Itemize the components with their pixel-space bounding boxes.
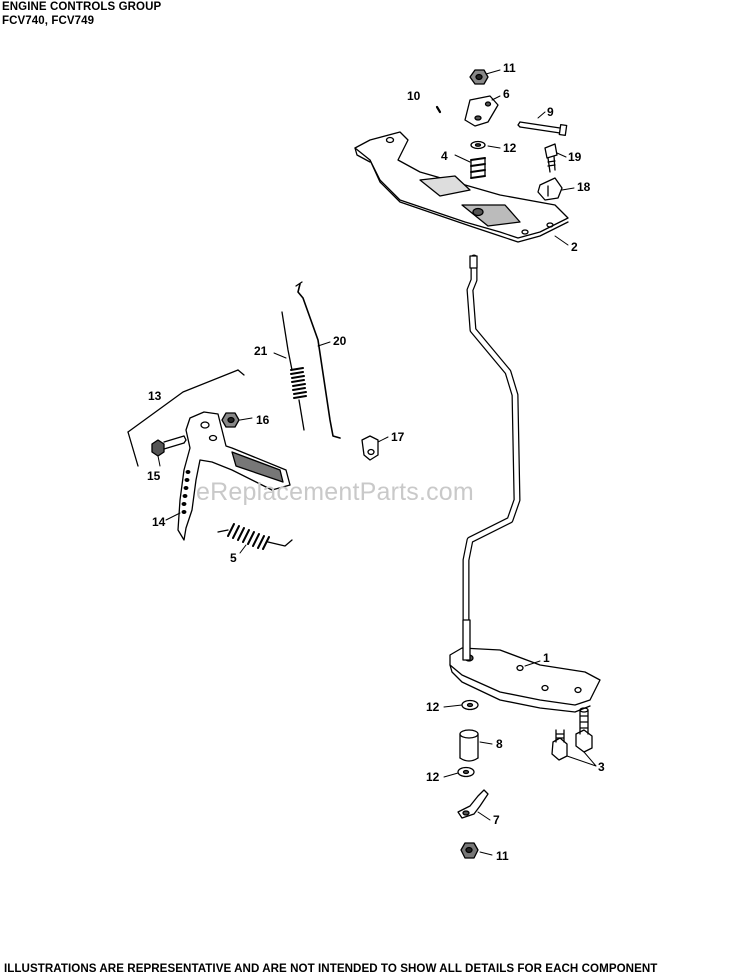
screw-part [544, 143, 558, 173]
callout-8: 8 [496, 737, 503, 751]
washer-lower-part [457, 766, 475, 778]
nut-part [221, 412, 240, 428]
link-rod-part [295, 281, 341, 439]
pivot-plate-part [435, 69, 499, 127]
shoulder-bolt-part [151, 435, 187, 457]
lower-plate-part [449, 619, 601, 713]
tension-spring-part [217, 523, 293, 550]
callout-5: 5 [230, 551, 237, 565]
callout-9: 9 [547, 105, 554, 119]
disclaimer-footer: ILLUSTRATIONS ARE REPRESENTATIVE AND ARE… [4, 962, 658, 975]
callout-12-middle: 12 [426, 700, 440, 714]
callout-7: 7 [493, 813, 500, 827]
callout-14: 14 [152, 515, 166, 529]
callout-21: 21 [254, 344, 268, 358]
callout-4: 4 [441, 149, 448, 163]
leader-lines [157, 69, 597, 856]
page-title: ENGINE CONTROLS GROUP [2, 1, 162, 13]
callout-12-upper: 12 [503, 141, 517, 155]
watermark-text: eReplacementParts.com [196, 478, 474, 506]
callout-2: 2 [571, 240, 578, 254]
governor-spring-part [281, 311, 307, 431]
callout-19: 19 [568, 150, 582, 164]
callout-3: 3 [598, 760, 605, 774]
callout-18: 18 [577, 180, 591, 194]
throttle-lever-part [177, 411, 291, 541]
callout-11-lower: 11 [496, 849, 509, 863]
small-spring-part [470, 140, 486, 179]
callout-13: 13 [148, 389, 162, 403]
mounting-bolts-part [551, 707, 593, 761]
nut-lower-part [460, 842, 479, 859]
callout-16: 16 [256, 413, 270, 427]
bolt-part [517, 121, 568, 137]
callout-17: 17 [391, 430, 405, 444]
control-rod-part [462, 254, 521, 624]
spacer-part [459, 729, 479, 762]
assembly-bracket-lines [127, 369, 245, 467]
model-numbers: FCV740, FCV749 [2, 15, 95, 27]
callout-20: 20 [333, 334, 347, 348]
control-bracket-part [354, 131, 569, 243]
cable-clip-part [537, 177, 563, 201]
washer-upper-part [461, 699, 479, 711]
lever-part [457, 789, 489, 819]
callout-1: 1 [543, 651, 550, 665]
callout-6: 6 [503, 87, 510, 101]
callout-12-lower: 12 [426, 770, 440, 784]
callout-15: 15 [147, 469, 161, 483]
rod-clip-part [361, 435, 379, 461]
callout-10: 10 [407, 89, 421, 103]
callout-11-upper: 11 [503, 61, 516, 75]
callout-labels: 11 10 6 9 4 12 19 18 2 21 20 13 16 17 15… [147, 61, 605, 863]
